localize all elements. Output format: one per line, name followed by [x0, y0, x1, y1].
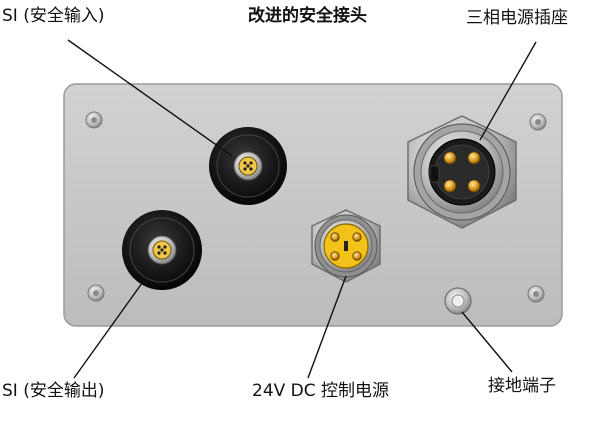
- leader-dc-power: [307, 275, 347, 379]
- dc-power-connector: [311, 209, 381, 283]
- screw-top-left: [85, 111, 103, 129]
- three-phase-socket: [407, 115, 517, 229]
- leader-si-input: [67, 39, 233, 157]
- label-three-phase-socket: 三相电源插座: [466, 8, 568, 28]
- label-dc-control-power: 24V DC 控制电源: [252, 381, 390, 401]
- diagram-title: 改进的安全接头: [248, 6, 367, 26]
- screw-bottom-left: [87, 284, 105, 302]
- leader-si-output: [73, 271, 151, 379]
- ground-terminal: [444, 287, 472, 315]
- si-input-connector: [209, 127, 287, 205]
- screw-bottom-right: [527, 285, 545, 303]
- leader-ground: [461, 311, 513, 373]
- label-si-input: SI (安全输入): [2, 6, 105, 26]
- screw-top-right: [529, 113, 547, 131]
- label-ground-terminal: 接地端子: [488, 376, 556, 396]
- label-si-output: SI (安全输出): [2, 381, 105, 401]
- si-output-connector: [122, 210, 202, 290]
- leader-three-phase: [479, 41, 537, 141]
